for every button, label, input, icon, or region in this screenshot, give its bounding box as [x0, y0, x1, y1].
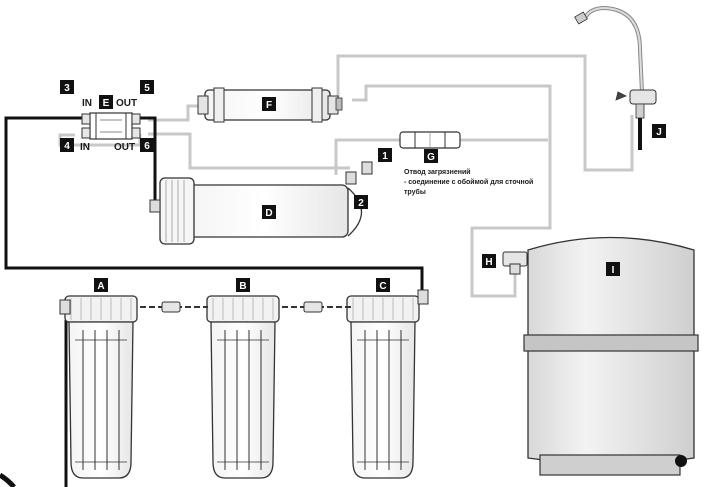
port-in-top: IN — [82, 98, 92, 109]
drain-note-line1: Отвод загрязнений — [404, 168, 471, 176]
tag-g: G — [424, 149, 438, 163]
svg-text:6: 6 — [144, 141, 150, 152]
port-out-top: OUT — [116, 98, 137, 109]
tag-1: 1 — [378, 148, 392, 162]
storage-tank-i — [523, 236, 699, 476]
svg-text:4: 4 — [64, 141, 70, 152]
svg-text:A: A — [97, 281, 104, 292]
svg-text:2: 2 — [358, 198, 364, 209]
drain-note-line2: - соединение с обоймой для сточной — [404, 178, 533, 186]
svg-text:J: J — [656, 127, 662, 138]
svg-text:C: C — [379, 281, 386, 292]
tag-e: E — [99, 95, 113, 109]
svg-text:H: H — [485, 257, 492, 268]
housing-b — [206, 295, 280, 479]
housing-c — [346, 295, 420, 479]
svg-text:5: 5 — [144, 83, 150, 94]
svg-text:B: B — [239, 281, 246, 292]
connector-fittings — [59, 289, 429, 315]
svg-text:3: 3 — [64, 83, 70, 94]
port-in-bottom: IN — [80, 142, 90, 153]
svg-text:D: D — [265, 208, 272, 219]
tag-2: 2 — [354, 195, 368, 209]
tank-valve-h — [502, 251, 528, 275]
svg-text:I: I — [612, 265, 615, 276]
drain-flow-restrictor-g — [399, 131, 461, 149]
tag-f: F — [262, 97, 276, 111]
tag-6: 6 — [140, 138, 154, 152]
membrane-housing-d — [149, 161, 373, 245]
drain-note-line3: трубы — [404, 188, 426, 196]
tag-labels: A B C D E F G H I J 1 2 3 4 5 6 — [60, 80, 666, 292]
svg-text:F: F — [266, 100, 272, 111]
grey-tubing — [58, 54, 634, 298]
tag-b: B — [236, 278, 250, 292]
tag-c: C — [376, 278, 390, 292]
svg-text:E: E — [103, 98, 110, 109]
prefilter-housings — [64, 295, 420, 479]
housing-a — [64, 295, 138, 479]
tag-h: H — [482, 254, 496, 268]
black-tubing — [4, 116, 424, 487]
tag-4: 4 — [60, 138, 74, 152]
faucet-j — [574, 5, 657, 150]
corner-dial-fragment — [0, 472, 16, 487]
port-out-bottom: OUT — [114, 142, 135, 153]
tag-3: 3 — [60, 80, 74, 94]
tag-a: A — [94, 278, 108, 292]
drain-note: Отвод загрязнений - соединение с обоймой… — [404, 168, 533, 196]
tag-j: J — [652, 124, 666, 138]
tag-5: 5 — [140, 80, 154, 94]
flow-restrictor-e — [81, 112, 141, 140]
svg-text:G: G — [427, 152, 435, 163]
port-labels: IN OUT IN OUT — [80, 98, 137, 153]
tag-i: I — [606, 262, 620, 276]
svg-text:1: 1 — [382, 151, 388, 162]
tag-d: D — [262, 205, 276, 219]
inline-filter-f — [197, 87, 343, 123]
